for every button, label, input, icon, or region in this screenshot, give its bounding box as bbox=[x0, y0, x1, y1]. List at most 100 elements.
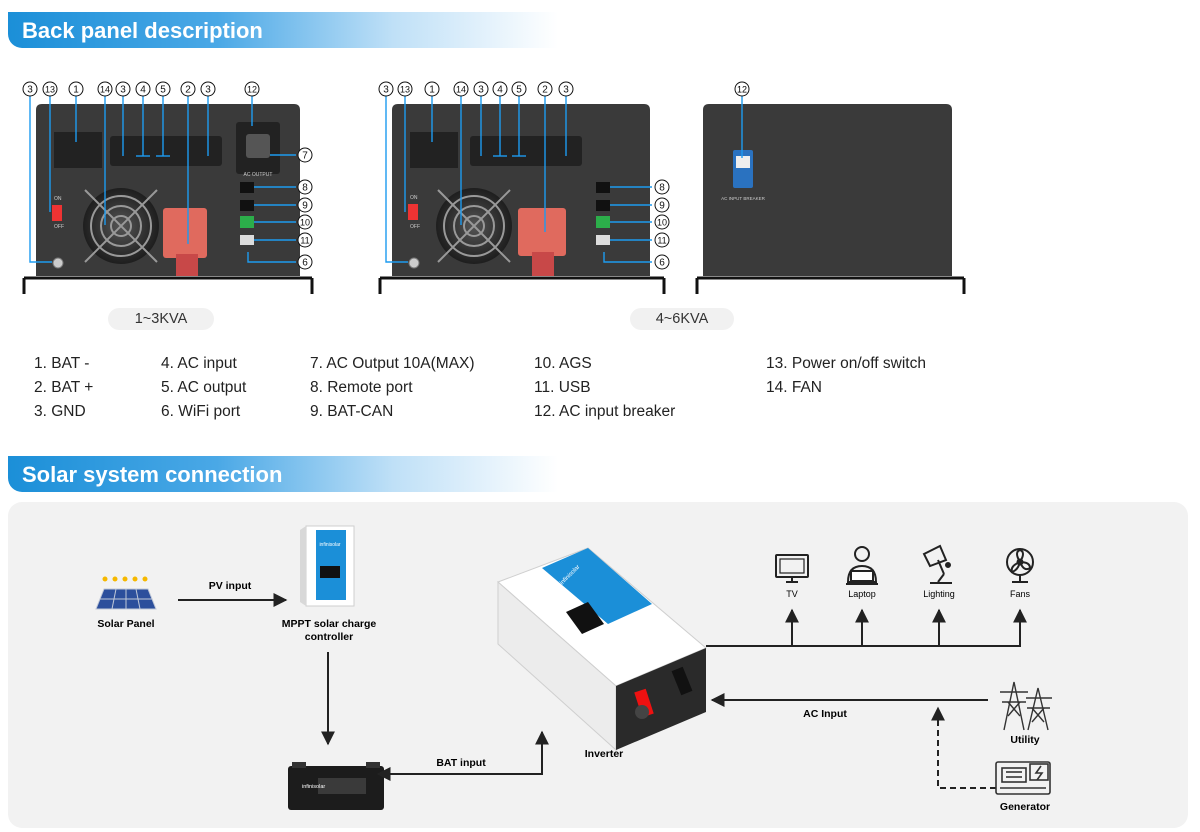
callout-8: 8 bbox=[297, 179, 313, 195]
bat-pos-cable bbox=[176, 254, 198, 276]
callout-5: 5 bbox=[155, 81, 171, 97]
ags-port-icon[interactable] bbox=[240, 216, 254, 228]
svg-text:13: 13 bbox=[400, 85, 410, 95]
mppt-label-1: MPPT solar charge bbox=[282, 618, 377, 630]
side-panel-breaker: AC INPUT BREAKER 12 bbox=[695, 81, 966, 294]
ac-terminal-block bbox=[470, 136, 582, 166]
gnd-screw-icon bbox=[408, 257, 420, 269]
callout-10: 10 bbox=[297, 214, 313, 230]
fan-guard bbox=[84, 189, 158, 263]
callout-1: 1 bbox=[424, 81, 440, 97]
svg-text:5: 5 bbox=[160, 85, 166, 96]
svg-text:8: 8 bbox=[302, 183, 308, 194]
svg-text:5: 5 bbox=[516, 85, 522, 96]
callout-12: 12 bbox=[244, 81, 260, 97]
callout-14: 14 bbox=[453, 81, 469, 97]
panel-body bbox=[703, 104, 952, 276]
svg-text:14: 14 bbox=[456, 85, 466, 95]
legend-item: 11. USB bbox=[534, 379, 591, 396]
legend-item: 14. FAN bbox=[766, 379, 822, 396]
switch-off-label: OFF bbox=[54, 224, 64, 230]
breaker-toggle[interactable] bbox=[736, 156, 750, 168]
svg-text:3: 3 bbox=[563, 85, 569, 96]
mppt-controller-icon: infinisolar bbox=[300, 525, 355, 607]
section-banner-back-panel: Back panel description bbox=[8, 12, 558, 48]
breaker-icon[interactable] bbox=[733, 150, 753, 188]
svg-text:3: 3 bbox=[383, 85, 389, 96]
callout-2: 2 bbox=[180, 81, 196, 97]
legend-item: 5. AC output bbox=[161, 379, 247, 396]
callout-8: 8 bbox=[654, 179, 670, 195]
ags-port-icon[interactable] bbox=[596, 216, 610, 228]
section-title: Solar system connection bbox=[22, 462, 283, 487]
usb-port-icon[interactable] bbox=[240, 235, 254, 245]
svg-text:4: 4 bbox=[140, 85, 146, 96]
load-label-fans: Fans bbox=[1010, 589, 1031, 599]
section-title: Back panel description bbox=[22, 18, 263, 43]
switch-off-label: OFF bbox=[410, 224, 420, 230]
generator-label: Generator bbox=[1000, 801, 1050, 813]
svg-text:9: 9 bbox=[659, 201, 665, 212]
svg-text:10: 10 bbox=[300, 218, 310, 228]
callout-14: 14 bbox=[97, 81, 113, 97]
load-label-laptop: Laptop bbox=[848, 589, 876, 599]
svg-text:10: 10 bbox=[657, 218, 667, 228]
legend-item: 12. AC input breaker bbox=[534, 403, 676, 420]
fan-guard bbox=[453, 205, 495, 247]
mppt-brand: infinisolar bbox=[319, 542, 340, 548]
socket-face bbox=[246, 134, 270, 158]
bat-pos-cover bbox=[518, 208, 566, 256]
svg-text:12: 12 bbox=[737, 85, 747, 95]
inverter-icon: infinisolar bbox=[497, 547, 707, 752]
bat-can-port-icon[interactable] bbox=[240, 200, 254, 211]
svg-text:2: 2 bbox=[185, 85, 191, 96]
load-label-lighting: Lighting bbox=[923, 589, 955, 599]
power-switch-icon[interactable] bbox=[52, 205, 62, 221]
legend-col-4: 10. AGS 11. USB 12. AC input breaker bbox=[534, 352, 675, 424]
pv-input-label: PV input bbox=[209, 580, 252, 592]
legend-item: 1. BAT - bbox=[34, 355, 90, 372]
fan-load-icon bbox=[1006, 548, 1034, 583]
tv-icon bbox=[775, 554, 809, 583]
callout-11: 11 bbox=[654, 232, 670, 248]
remote-port-icon[interactable] bbox=[596, 182, 610, 193]
back-panel-4-6kva: ON OFF bbox=[378, 81, 670, 294]
legend-item: 2. BAT + bbox=[34, 379, 94, 396]
breaker-label: AC INPUT BREAKER bbox=[721, 196, 765, 201]
gnd-screw-icon bbox=[52, 257, 64, 269]
fan-guard bbox=[463, 215, 485, 237]
legend-col-3: 7. AC Output 10A(MAX) 8. Remote port 9. … bbox=[310, 352, 475, 424]
usb-port-icon[interactable] bbox=[596, 235, 610, 245]
callout-3: 3 bbox=[558, 81, 574, 97]
callout-1: 1 bbox=[68, 81, 84, 97]
callout-3: 3 bbox=[473, 81, 489, 97]
solar-panel-label: Solar Panel bbox=[97, 618, 154, 630]
bat-input-arrow bbox=[376, 730, 549, 781]
legend-col-1: 1. BAT - 2. BAT + 3. GND bbox=[34, 352, 93, 424]
battery-brand: infinisolar bbox=[302, 784, 325, 790]
legend-item: 6. WiFi port bbox=[161, 403, 241, 420]
callout-10: 10 bbox=[654, 214, 670, 230]
remote-port-icon[interactable] bbox=[240, 182, 254, 193]
generator-dashed-line bbox=[931, 706, 996, 789]
socket-label: AC OUTPUT bbox=[244, 172, 273, 178]
callout-6: 6 bbox=[297, 254, 313, 270]
svg-text:4: 4 bbox=[497, 85, 503, 96]
solar-panel-icon bbox=[95, 576, 157, 610]
load-bus-line bbox=[706, 608, 1027, 647]
bat-neg-terminal bbox=[410, 132, 458, 168]
svg-text:3: 3 bbox=[205, 85, 211, 96]
ac-terminal-block bbox=[110, 136, 222, 166]
bat-can-port-icon[interactable] bbox=[596, 200, 610, 211]
legend-item: 8. Remote port bbox=[310, 379, 413, 396]
power-switch-icon[interactable] bbox=[408, 204, 418, 220]
fan-guard bbox=[110, 215, 132, 237]
back-panel-1-3kva: AC OUTPUT ON OFF bbox=[22, 81, 314, 294]
callout-4: 4 bbox=[492, 81, 508, 97]
legend-col-2: 4. AC input 5. AC output 6. WiFi port bbox=[161, 352, 246, 424]
legend-col-5: 13. Power on/off switch 14. FAN bbox=[766, 352, 926, 400]
callout-9: 9 bbox=[297, 197, 313, 213]
svg-text:2: 2 bbox=[542, 85, 548, 96]
model-label-small: 1~3KVA bbox=[108, 308, 214, 330]
